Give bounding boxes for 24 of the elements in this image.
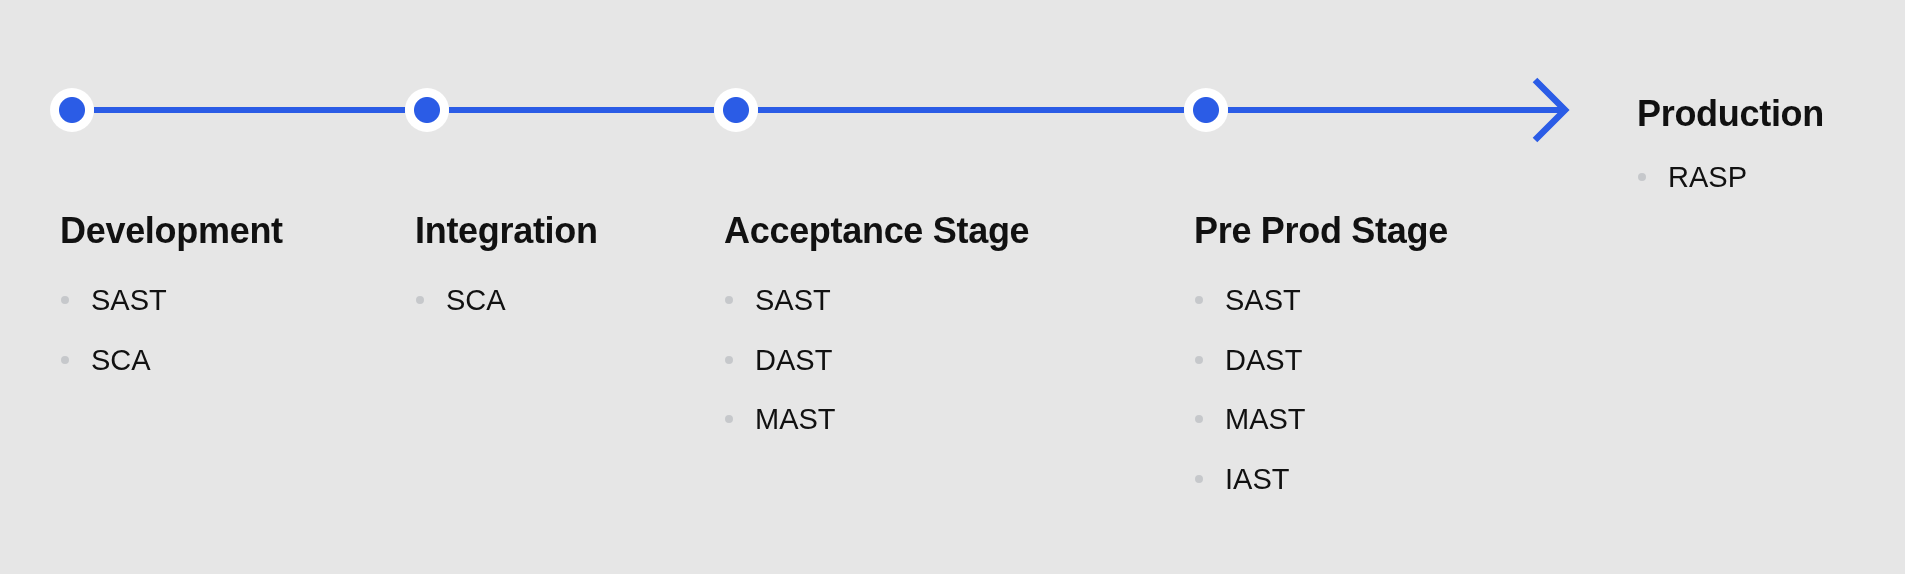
stage-heading: Production [1637,93,1824,135]
stage-heading: Integration [415,210,598,252]
list-item: MAST [755,402,836,437]
list-item: SAST [1225,283,1301,318]
list-item: DAST [1225,342,1303,378]
list-item: DAST [755,342,833,378]
timeline-dot [714,88,758,132]
timeline-dot [50,88,94,132]
stage-heading: Pre Prod Stage [1194,210,1448,252]
stage-heading: Development [60,210,283,252]
stage-heading: Acceptance Stage [724,210,1030,252]
list-item: SAST [755,283,831,318]
list-item: SCA [446,283,506,318]
connector-line [94,107,405,113]
list-item: SAST [91,283,167,318]
arrow [1228,76,1569,144]
connector-line [758,107,1184,113]
timeline-dot [1184,88,1228,132]
connector-line [449,107,714,113]
list-item: SCA [91,342,151,378]
list-item: MAST [1225,402,1306,437]
list-item: RASP [1668,160,1747,195]
timeline-dot [405,88,449,132]
list-item: IAST [1225,461,1290,497]
